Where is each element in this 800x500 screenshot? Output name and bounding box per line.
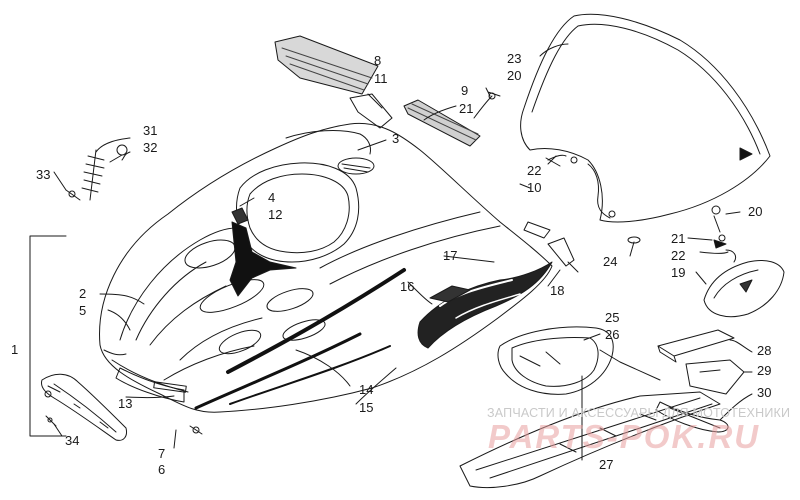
part-30 (655, 401, 729, 433)
callout-5[interactable]: 5 (79, 303, 87, 318)
callout-31[interactable]: 31 (143, 123, 158, 138)
callout-10[interactable]: 10 (527, 180, 542, 195)
callout-18[interactable]: 18 (550, 283, 565, 298)
watermark-caption: ЗАПЧАСТИ И АКСЕССУАРЫ ДЛЯ МОТОТЕХНИКИ (487, 406, 791, 420)
watermark-logo: PARTS-POK.RU (488, 418, 761, 455)
decal-9 (403, 99, 481, 147)
callout-8[interactable]: 8 (374, 53, 382, 68)
callout-25[interactable]: 25 (605, 310, 620, 325)
callout-34[interactable]: 34 (65, 433, 80, 448)
callout-3[interactable]: 3 (392, 131, 400, 146)
callout-27[interactable]: 27 (599, 457, 614, 472)
part-19 (703, 259, 785, 318)
callout-13[interactable]: 13 (118, 396, 133, 411)
callout-22b[interactable]: 22 (671, 248, 686, 263)
hood-outline (99, 122, 553, 413)
callout-24[interactable]: 24 (603, 254, 618, 269)
callout-14[interactable]: 14 (359, 382, 374, 397)
callout-22a[interactable]: 22 (527, 163, 542, 178)
decal-11 (349, 93, 393, 129)
callout-15[interactable]: 15 (359, 400, 374, 415)
callout-33[interactable]: 33 (36, 167, 51, 182)
tray-25 (497, 326, 614, 395)
center-decal (229, 221, 297, 297)
callout-28[interactable]: 28 (757, 343, 772, 358)
callout-17[interactable]: 17 (443, 248, 458, 263)
callout-32[interactable]: 32 (143, 140, 158, 155)
callout-21a[interactable]: 21 (459, 101, 474, 116)
callout-20a[interactable]: 20 (507, 68, 522, 83)
callout-12[interactable]: 12 (268, 207, 283, 222)
belly-pan (459, 391, 721, 489)
bumper-6 (41, 373, 127, 441)
callout-29[interactable]: 29 (757, 363, 772, 378)
callout-19[interactable]: 19 (671, 265, 686, 280)
callout-11[interactable]: 11 (374, 71, 388, 86)
callout-20b[interactable]: 20 (748, 204, 763, 219)
callout-16[interactable]: 16 (400, 279, 415, 294)
callout-9[interactable]: 9 (461, 83, 469, 98)
part-28 (657, 329, 735, 357)
callout-1[interactable]: 1 (11, 342, 19, 357)
callout-4[interactable]: 4 (268, 190, 276, 205)
callout-2[interactable]: 2 (79, 286, 87, 301)
hood-windshield-opening (236, 162, 360, 263)
callout-6[interactable]: 6 (158, 462, 166, 477)
callout-21b[interactable]: 21 (671, 231, 686, 246)
callout-7[interactable]: 7 (158, 446, 166, 461)
callout-30[interactable]: 30 (757, 385, 772, 400)
part-29 (685, 359, 745, 395)
callout-26[interactable]: 26 (605, 327, 620, 342)
decal-8 (274, 35, 379, 95)
windshield (520, 13, 771, 223)
callout-23[interactable]: 23 (507, 51, 522, 66)
